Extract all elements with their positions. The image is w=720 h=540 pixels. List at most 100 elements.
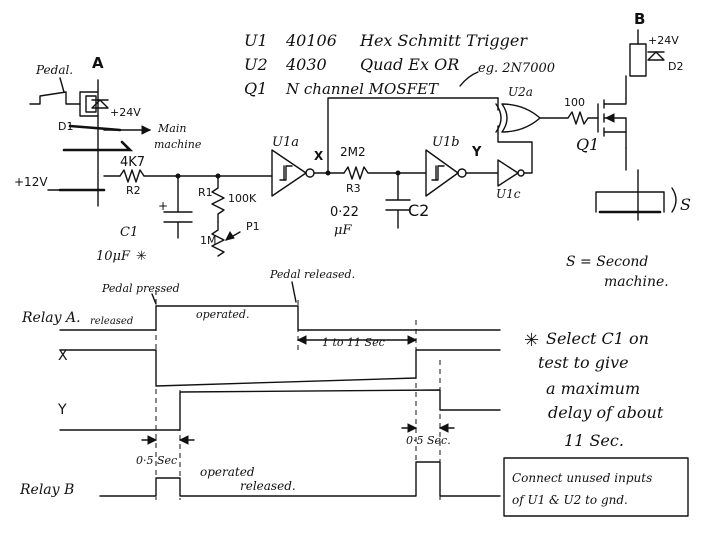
u1b-bubble bbox=[457, 168, 467, 178]
c1-value: 10μF bbox=[96, 249, 131, 264]
u2a-label: U2a bbox=[508, 85, 533, 99]
u1a-label: U1a bbox=[272, 135, 299, 150]
r3-resistor bbox=[343, 166, 427, 180]
x-trace-label: X bbox=[58, 348, 68, 364]
relay-a-contact-2 bbox=[62, 140, 134, 152]
relay-a-trace bbox=[59, 305, 501, 331]
note-line3: a maximum bbox=[546, 379, 640, 398]
u1b-label: U1b bbox=[432, 135, 460, 150]
note-box bbox=[503, 457, 689, 517]
c1-capacitor bbox=[163, 175, 193, 239]
note-line1: Select C1 on bbox=[546, 329, 649, 348]
u1c-gate bbox=[497, 159, 519, 187]
r1-value: 100K bbox=[228, 192, 257, 205]
x-to-u2a-wire bbox=[327, 97, 499, 174]
logic-chain: U1a X 2M2 R3 C2 0·22 μF U1b Y U1c U2a bbox=[271, 85, 599, 238]
v24-a-label: +24V bbox=[110, 106, 141, 119]
pedal-label: Pedal. bbox=[35, 63, 73, 77]
timing-diagram: Relay A. released Pedal pressed operated… bbox=[19, 268, 501, 500]
pedal-released-label: Pedal released. bbox=[269, 268, 355, 281]
d1-diode bbox=[91, 99, 109, 109]
box-note-line1: Connect unused inputs bbox=[512, 471, 652, 485]
released-b-label: released. bbox=[240, 479, 296, 493]
part-desc-u1: Hex Schmitt Trigger bbox=[359, 31, 528, 50]
half-sec-1-arrow-right bbox=[178, 435, 189, 445]
main-machine-arrowhead bbox=[141, 125, 152, 135]
p1-pot bbox=[211, 221, 225, 257]
half-sec-2-arrow-right bbox=[438, 423, 449, 433]
half-sec-1-label: 0·5 Sec bbox=[136, 454, 177, 467]
pedal-pressed-pointer bbox=[151, 293, 157, 305]
p1-wiper-arrow bbox=[225, 231, 235, 241]
delay-arrow-left bbox=[296, 335, 307, 345]
s-note-line2: machine. bbox=[604, 274, 669, 290]
example-arrow bbox=[459, 71, 479, 87]
u1b-gate bbox=[425, 149, 459, 197]
released-label: released bbox=[90, 316, 133, 327]
part-desc-u2: Quad Ex OR bbox=[360, 55, 459, 74]
part-number-u1: 40106 bbox=[285, 31, 337, 50]
u1c-bubble bbox=[517, 169, 525, 177]
node-y-label: Y bbox=[471, 145, 482, 160]
main-machine-label-1: Main bbox=[157, 122, 186, 135]
r1-label: R1 bbox=[198, 186, 213, 199]
r3-value: 2M2 bbox=[340, 145, 366, 159]
d1-label: D1 bbox=[58, 120, 73, 133]
c2-label: C2 bbox=[408, 201, 429, 220]
u2a-gate bbox=[501, 103, 541, 133]
parts-list: U1 40106 Hex Schmitt Trigger U2 4030 Qua… bbox=[244, 31, 555, 98]
relay-a-coil-wire bbox=[79, 91, 99, 117]
delay-range-label: 1 to 11 Sec bbox=[322, 336, 385, 349]
y-trace bbox=[59, 389, 501, 431]
note-asterisk: ✳ bbox=[524, 330, 539, 351]
d2-diode bbox=[647, 51, 665, 61]
node-x-label: X bbox=[314, 149, 324, 163]
r3-label: R3 bbox=[346, 182, 361, 195]
pedal-pointer bbox=[59, 77, 65, 93]
relay-a-trace-label: Relay A. bbox=[21, 310, 81, 326]
x-trace bbox=[59, 349, 501, 387]
c1-label: C1 bbox=[120, 225, 138, 240]
pedal-pressed-label: Pedal pressed bbox=[101, 282, 180, 295]
r100-label: 100 bbox=[564, 96, 585, 109]
v24-b-label: +24V bbox=[648, 34, 679, 47]
relay-b-frame bbox=[595, 191, 665, 213]
u1a-schmitt-symbol bbox=[279, 165, 293, 181]
pedal-released-pointer bbox=[291, 281, 297, 303]
half-sec-2-arrow-left bbox=[407, 423, 418, 433]
half-sec-1-arrow-left bbox=[147, 435, 158, 445]
section-a: A Pedal. +24V D1 Main machine +12V bbox=[14, 54, 202, 207]
c1-plus: + bbox=[158, 199, 168, 213]
d2-label: D2 bbox=[668, 60, 683, 73]
operated-label: operated. bbox=[196, 308, 249, 321]
c1-asterisk: ✳ bbox=[136, 249, 147, 264]
operated-b-label: operated bbox=[200, 465, 255, 479]
section-a-label: A bbox=[92, 54, 104, 72]
u1c-to-u2a-wire bbox=[497, 125, 533, 174]
note-line2: test to give bbox=[538, 353, 629, 372]
section-b: B +24V D2 Q1 S S = Second machine. bbox=[566, 10, 691, 290]
y-trace-label: Y bbox=[57, 402, 67, 418]
u1c-label: U1c bbox=[496, 187, 521, 201]
note-line4: delay of about bbox=[548, 403, 664, 422]
r2-value: 4K7 bbox=[120, 155, 145, 170]
box-note-line2: of U1 & U2 to gnd. bbox=[512, 493, 628, 507]
s-note-line1: S = Second bbox=[566, 254, 648, 270]
part-ref-u1: U1 bbox=[244, 31, 268, 50]
section-b-label: B bbox=[634, 10, 645, 28]
c2-value-line2: μF bbox=[334, 223, 352, 238]
q1-source-link bbox=[603, 117, 627, 133]
r1-resistor bbox=[211, 175, 225, 223]
p1-label: P1 bbox=[246, 220, 260, 233]
delay-arrow-right bbox=[407, 335, 418, 345]
note-select-c1: ✳ Select C1 on test to give a maximum de… bbox=[524, 329, 664, 450]
v12-label: +12V bbox=[14, 175, 48, 189]
relay-b-trace-label: Relay B bbox=[19, 482, 74, 498]
relay-a-coil bbox=[85, 95, 97, 113]
u1a-gate bbox=[271, 149, 307, 197]
q1-label: Q1 bbox=[576, 135, 599, 154]
r2-label: R2 bbox=[126, 184, 141, 197]
q1-arrow bbox=[604, 113, 615, 123]
